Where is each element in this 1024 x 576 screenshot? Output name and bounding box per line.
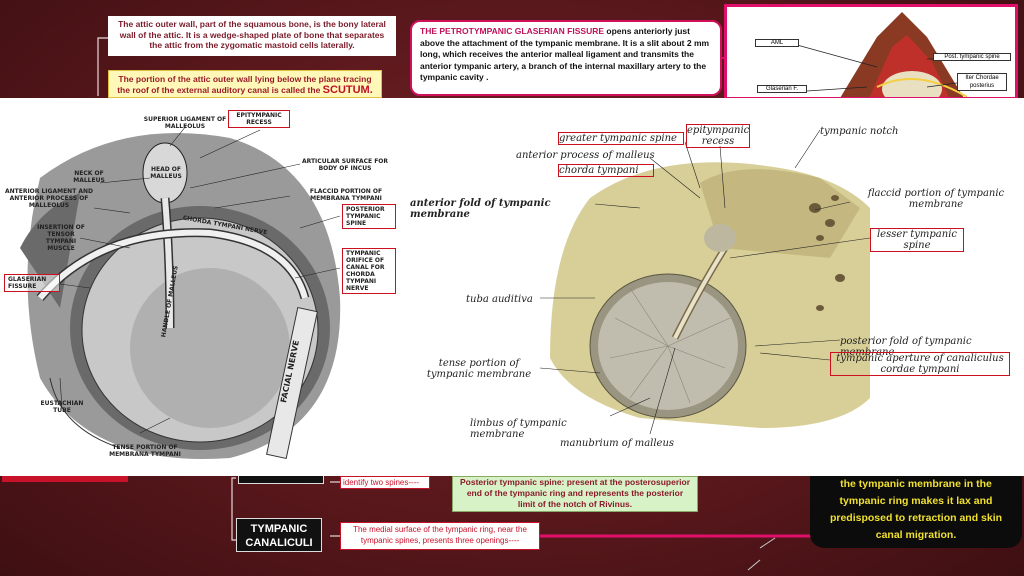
label-tympanic-orifice: TYMPANIC ORIFICE OF CANAL FOR CHORDA TYM… [342, 248, 396, 294]
glaserian-text: opens anteriorly just above the attachme… [420, 26, 710, 82]
label-posterior-tympanic-spine: POSTERIOR TYMPANIC SPINE [342, 204, 396, 229]
aml-label: AML [755, 39, 799, 47]
tympanic-membrane-drawing-right [539, 129, 871, 435]
label-anterior-fold: anterior fold of tympanic membrane [410, 198, 551, 220]
label-anterior-ligament: ANTERIOR LIGAMENT AND ANTERIOR PROCESS O… [4, 188, 94, 209]
right-anatomy-figure: greater tympanic spine epitympanic reces… [400, 98, 1024, 476]
scutum-note-text: The portion of the attic outer wall lyin… [117, 74, 372, 95]
posterior-spine-note: Posterior tympanic spine: present at the… [452, 476, 698, 512]
label-tensor-tympani: INSERTION OF TENSOR TYMPANI MUSCLE [37, 224, 85, 252]
label-manubrium: manubrium of malleus [560, 438, 675, 449]
tympanic-canaliculi-label: TYMPANIC CANALICULI [236, 518, 322, 552]
left-anatomy-figure: SUPERIOR LIGAMENT OF MALLEOLUS EPITYMPAN… [0, 98, 400, 476]
scutum-note: The portion of the attic outer wall lyin… [108, 70, 382, 98]
label-superior-ligament: SUPERIOR LIGAMENT OF MALLEOLUS [143, 116, 227, 130]
label-tympanic-notch: tympanic notch [820, 126, 899, 137]
retraction-note: the tympanic membrane in the tympanic ri… [810, 476, 1022, 548]
black-label-box-top [238, 476, 324, 484]
label-tuba-auditiva: tuba auditiva [466, 294, 533, 305]
label-eustachian-tube: EUSTACHIAN TUBE [40, 400, 84, 414]
label-flaccid-portion-right: flaccid portion of tympanic membrane [867, 188, 1005, 210]
glaserian-title: THE PETROTYMPANIC GLASERIAN FISSURE [420, 26, 605, 36]
label-lesser-tympanic-spine: lesser tympanic spine [870, 228, 964, 252]
top-right-diagram: AML Post. tympanic spine Iter Chordae po… [724, 4, 1018, 100]
glaserian-f-label: Glaserian F. [757, 85, 807, 93]
iter-chordae-label: Iter Chordae posterius [957, 73, 1007, 91]
label-tense-portion-right: tense portion of tympanic membrane [426, 358, 532, 380]
glaserian-fissure-note: THE PETROTYMPANIC GLASERIAN FISSURE open… [410, 20, 722, 96]
label-head-of-malleus: HEAD OF MALLEUS [150, 166, 182, 180]
label-chorda-tympani: chorda tympani [558, 164, 654, 177]
attic-wall-note: The attic outer wall, part of the squamo… [108, 16, 396, 56]
scutum-emphasis: SCUTUM. [322, 83, 373, 96]
label-flaccid-portion-left: FLACCID PORTION OF MEMBRANA TYMPANI [309, 188, 383, 202]
label-tympanic-aperture: tympanic aperture of canaliculus cordae … [830, 352, 1010, 376]
tympanic-membrane-drawing-left [20, 125, 341, 460]
anatomy-sketch [796, 12, 968, 97]
label-articular-surface: ARTICULAR SURFACE FOR BODY OF INCUS [301, 158, 389, 172]
label-tense-portion-left: TENSE PORTION OF MEMBRANA TYMPANI [109, 444, 181, 458]
red-accent-bar [2, 476, 128, 482]
label-greater-tympanic-spine: greater tympanic spine [558, 132, 684, 145]
label-epitympanic-recess-right: epitympanic recess [686, 124, 750, 148]
label-limbus: limbus of tympanic membrane [470, 418, 567, 440]
post-tympanic-spine-label: Post. tympanic spine [933, 53, 1011, 61]
label-glaserian-fissure: GLASERIAN FISSURE [4, 274, 60, 292]
label-anterior-process-malleus: anterior process of malleus [516, 150, 655, 161]
label-epitympanic-recess-left: EPITYMPANIC RECESS [228, 110, 290, 128]
identify-spines-note: identify two spines---- [340, 476, 430, 489]
medial-surface-note: The medial surface of the tympanic ring,… [340, 522, 540, 550]
label-neck-of-malleus: NECK OF MALLEUS [73, 170, 105, 184]
